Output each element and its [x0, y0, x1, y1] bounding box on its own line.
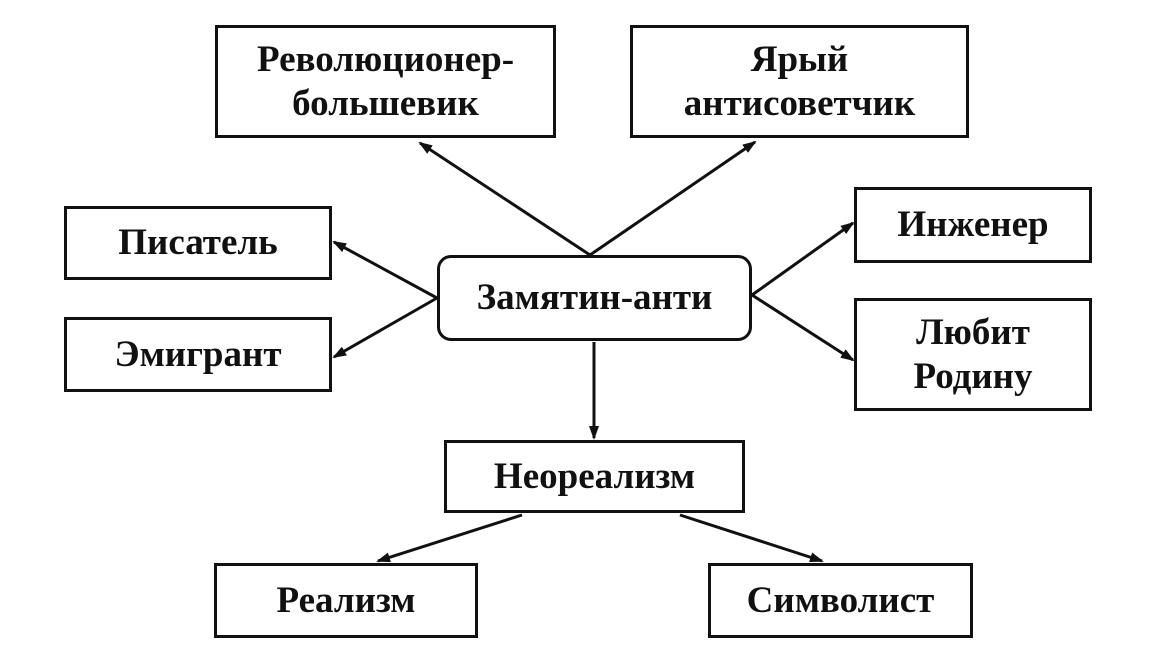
node-revolutionary-line-1: Революционер- — [256, 38, 515, 80]
node-loves-homeland-line-2: Родину — [913, 355, 1033, 397]
node-symbolist: Символист — [708, 563, 973, 638]
node-center-zamyatin: Замятин-анти — [437, 255, 752, 341]
arrow-to-realism — [376, 513, 523, 563]
node-anti-soviet-line-2: антисоветчик — [683, 82, 916, 124]
node-ardent-anti-soviet: Ярый антисоветчик — [630, 25, 969, 138]
node-emigrant-label: Эмигрант — [114, 333, 282, 375]
arrow-to-symbolist — [679, 513, 824, 563]
arrow-to-emigrant — [332, 296, 438, 359]
node-anti-soviet-line-1: Ярый — [750, 38, 849, 80]
node-emigrant: Эмигрант — [64, 317, 332, 392]
arrow-to-loves-homeland — [751, 293, 855, 362]
node-loves-homeland: Любит Родину — [854, 298, 1092, 411]
node-writer-label: Писатель — [118, 222, 278, 264]
node-revolutionary-bolshevik: Революционер- большевик — [215, 25, 556, 138]
node-realism-label: Реализм — [276, 579, 416, 621]
node-center-label: Замятин-анти — [476, 277, 713, 319]
node-neorealism: Неореализм — [444, 440, 745, 513]
arrow-to-anti-soviet — [589, 140, 757, 257]
node-revolutionary-line-2: большевик — [292, 82, 479, 124]
node-writer: Писатель — [64, 206, 332, 280]
arrow-to-writer — [332, 240, 438, 300]
node-engineer: Инженер — [854, 187, 1092, 263]
arrow-to-engineer — [751, 221, 855, 297]
node-neorealism-label: Неореализм — [493, 455, 696, 497]
arrow-to-revolutionary — [418, 141, 591, 257]
node-realism: Реализм — [214, 563, 478, 638]
node-engineer-label: Инженер — [897, 204, 1049, 246]
node-loves-homeland-line-1: Любит — [916, 311, 1030, 353]
node-symbolist-label: Символист — [746, 579, 935, 621]
